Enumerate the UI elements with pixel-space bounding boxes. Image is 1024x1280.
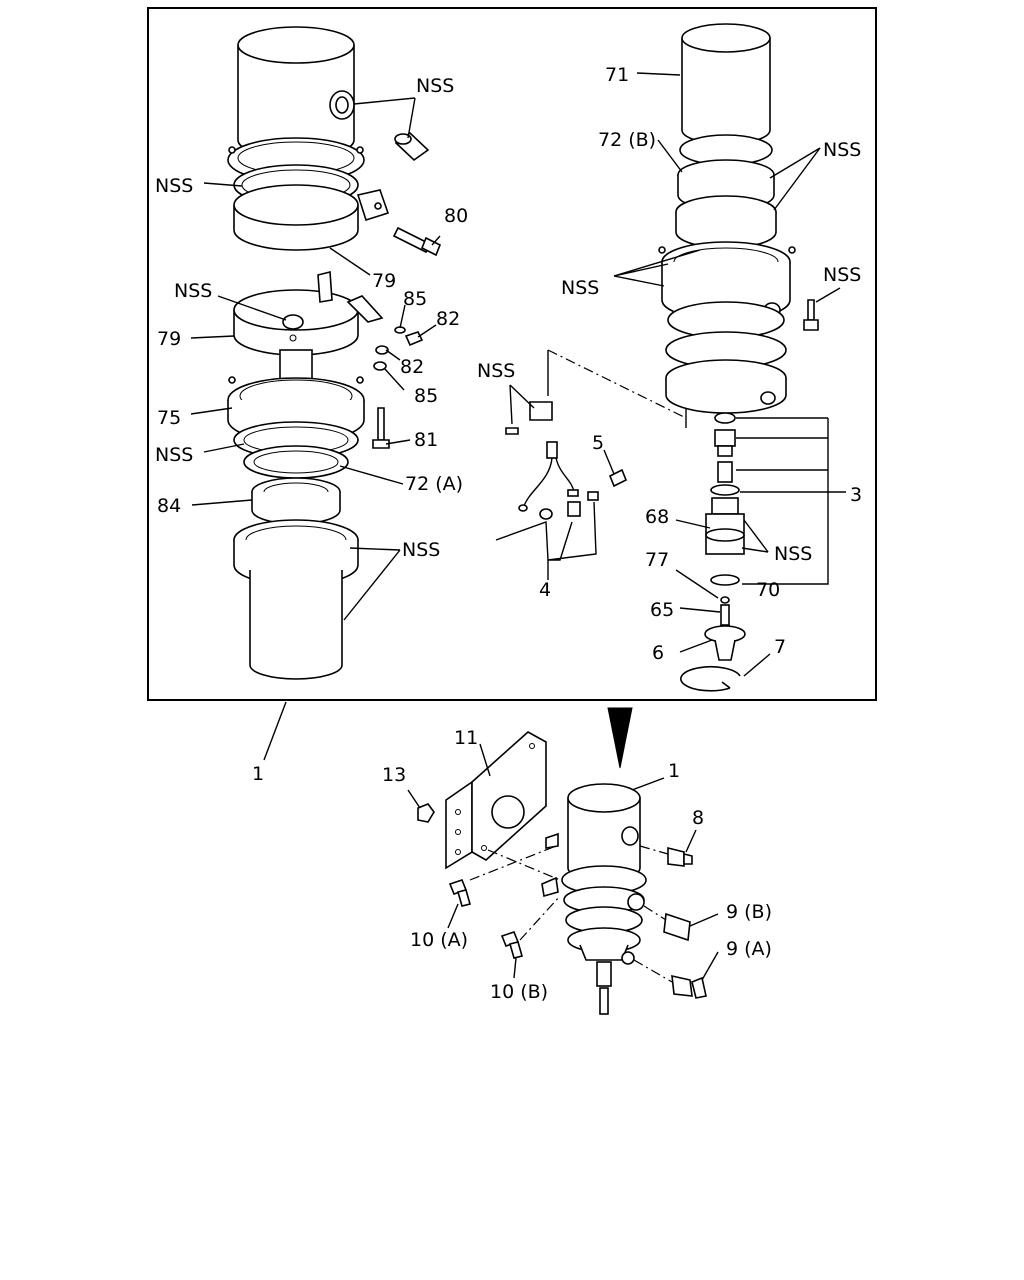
label-81: 81: [414, 429, 438, 451]
label-68: 68: [645, 506, 669, 528]
label-72b: 72 (B): [598, 129, 656, 151]
label-77: 77: [645, 549, 669, 571]
label-nss-valve: NSS: [774, 543, 812, 565]
label-3: 3: [850, 484, 862, 506]
label-80: 80: [444, 205, 468, 227]
label-nss-left-top: NSS: [416, 75, 454, 97]
label-75: 75: [157, 407, 181, 429]
label-13: 13: [382, 764, 406, 786]
label-nss-left-cap: NSS: [174, 280, 212, 302]
label-79-lower: 79: [157, 328, 181, 350]
label-1-assembly: 1: [252, 763, 264, 785]
label-10a: 10 (A): [410, 929, 468, 951]
label-nss-left-ring: NSS: [155, 175, 193, 197]
leader-lines: [190, 72, 846, 981]
label-71: 71: [605, 64, 629, 86]
label-65: 65: [650, 599, 674, 621]
label-nss-left-ring2: NSS: [155, 444, 193, 466]
label-9a: 9 (A): [726, 938, 772, 960]
bottom-assembly: [417, 707, 707, 1015]
label-nss-right-screw: NSS: [823, 264, 861, 286]
view-pointer-arrow: [607, 707, 633, 769]
label-85-lower: 85: [414, 385, 438, 407]
label-6: 6: [652, 642, 664, 664]
exploded-view-frame: [147, 7, 877, 701]
label-1-unit: 1: [668, 760, 680, 782]
label-nss-right-housing: NSS: [561, 277, 599, 299]
label-11: 11: [454, 727, 478, 749]
right-assembly: [505, 23, 819, 692]
label-5: 5: [592, 432, 604, 454]
label-nss-left-bottom: NSS: [402, 539, 440, 561]
label-85-upper: 85: [403, 288, 427, 310]
label-8: 8: [692, 807, 704, 829]
label-70: 70: [756, 579, 780, 601]
label-7: 7: [774, 636, 786, 658]
label-4: 4: [539, 579, 551, 601]
label-82-lower: 82: [400, 356, 424, 378]
label-79-upper: 79: [372, 270, 396, 292]
label-9b: 9 (B): [726, 901, 772, 923]
callout-labels: NSS NSS 80 79 NSS 85 82 79 82 85 75 81 N…: [155, 64, 862, 1003]
label-nss-bracket: NSS: [477, 360, 515, 382]
label-10b: 10 (B): [490, 981, 548, 1003]
label-72a: 72 (A): [405, 473, 463, 495]
left-assembly: [227, 26, 442, 680]
label-82-upper: 82: [436, 308, 460, 330]
label-84: 84: [157, 495, 181, 517]
label-nss-right-rings: NSS: [823, 139, 861, 161]
